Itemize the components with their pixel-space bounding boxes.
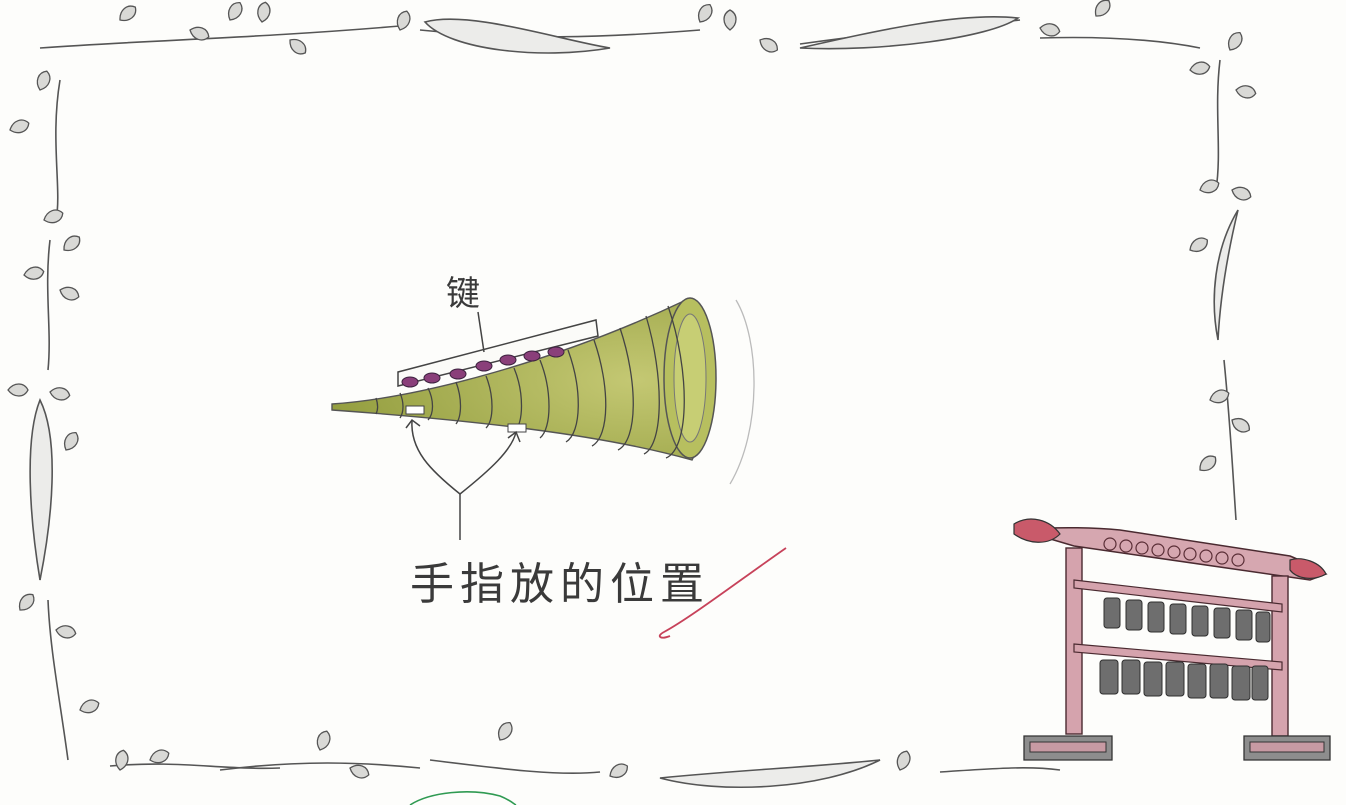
red-pen-stroke: [658, 547, 787, 639]
vine-border: [29, 16, 1239, 789]
key-label: 键: [446, 274, 480, 314]
horn-instrument: [331, 297, 755, 540]
finger-position-label: 手指放的位置: [410, 559, 710, 610]
green-scribble: [409, 791, 517, 805]
bianzhong-bell-rack: [1013, 518, 1331, 761]
